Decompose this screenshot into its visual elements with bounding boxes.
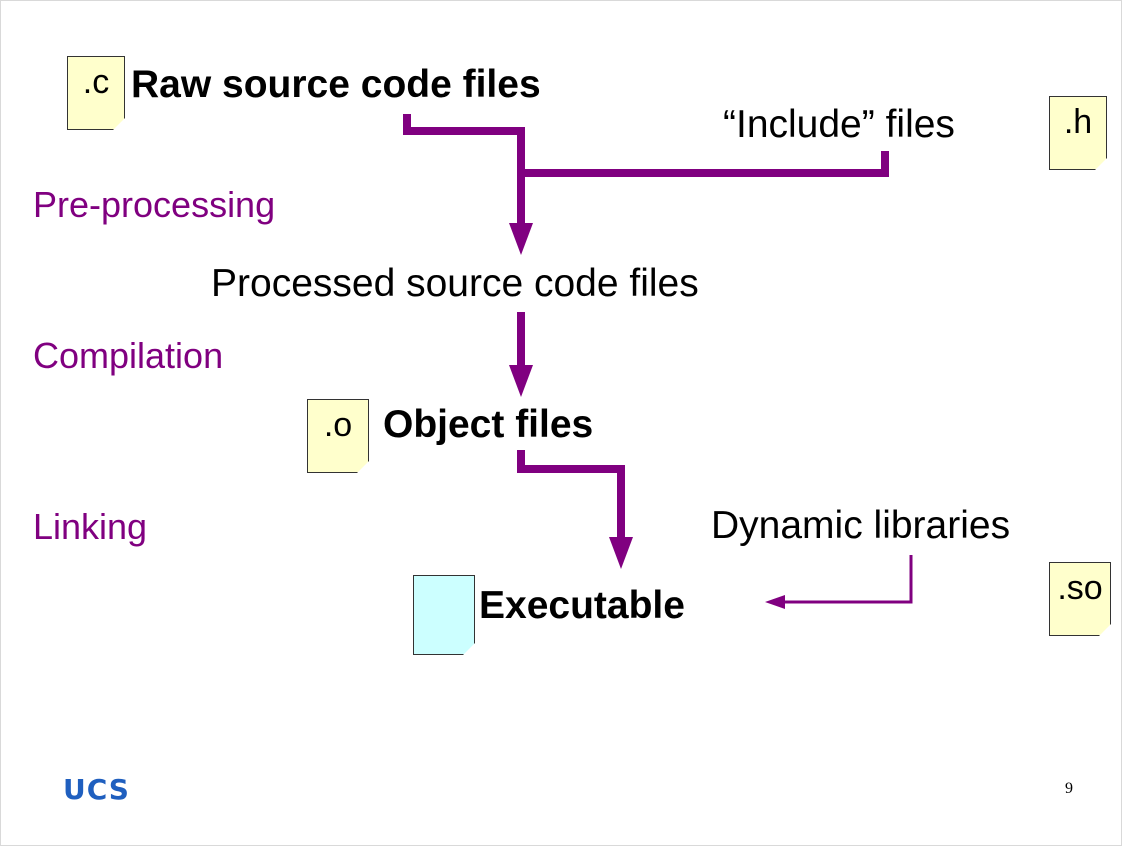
object-to-executable-arrow xyxy=(517,450,625,539)
stage-preprocessing: Pre-processing xyxy=(33,184,276,225)
c-file-badge: .c xyxy=(82,63,110,101)
o-file-badge: .o xyxy=(323,406,353,444)
h-file-icon: .h xyxy=(1049,96,1107,170)
page-number: 9 xyxy=(1065,780,1073,797)
raw-source-label: Raw source code files xyxy=(131,63,541,106)
dynamic-to-executable-arrowhead xyxy=(765,595,785,609)
dynamic-libraries-label: Dynamic libraries xyxy=(711,504,1011,547)
stage-compilation: Compilation xyxy=(33,335,224,376)
o-file-icon: .o xyxy=(307,399,369,473)
executable-label: Executable xyxy=(479,584,685,627)
executable-file-icon xyxy=(413,575,475,655)
so-file-icon: .so xyxy=(1049,562,1111,636)
processed-source-label: Processed source code files xyxy=(211,262,699,305)
raw-to-processed-arrow xyxy=(403,114,525,223)
include-files-label: “Include” files xyxy=(723,103,955,146)
dynamic-to-executable-arrow xyxy=(783,555,913,604)
raw-to-processed-arrowhead xyxy=(509,223,533,255)
c-file-icon: .c xyxy=(67,56,125,130)
stage-linking: Linking xyxy=(33,506,148,547)
object-to-executable-arrowhead xyxy=(609,537,633,569)
so-file-badge: .so xyxy=(1057,569,1103,607)
h-file-badge: .h xyxy=(1063,103,1093,141)
ucs-logo: UCS xyxy=(63,773,130,806)
processed-to-object-arrowhead xyxy=(509,365,533,397)
include-to-merge-line xyxy=(521,151,889,177)
object-files-label: Object files xyxy=(383,403,594,446)
